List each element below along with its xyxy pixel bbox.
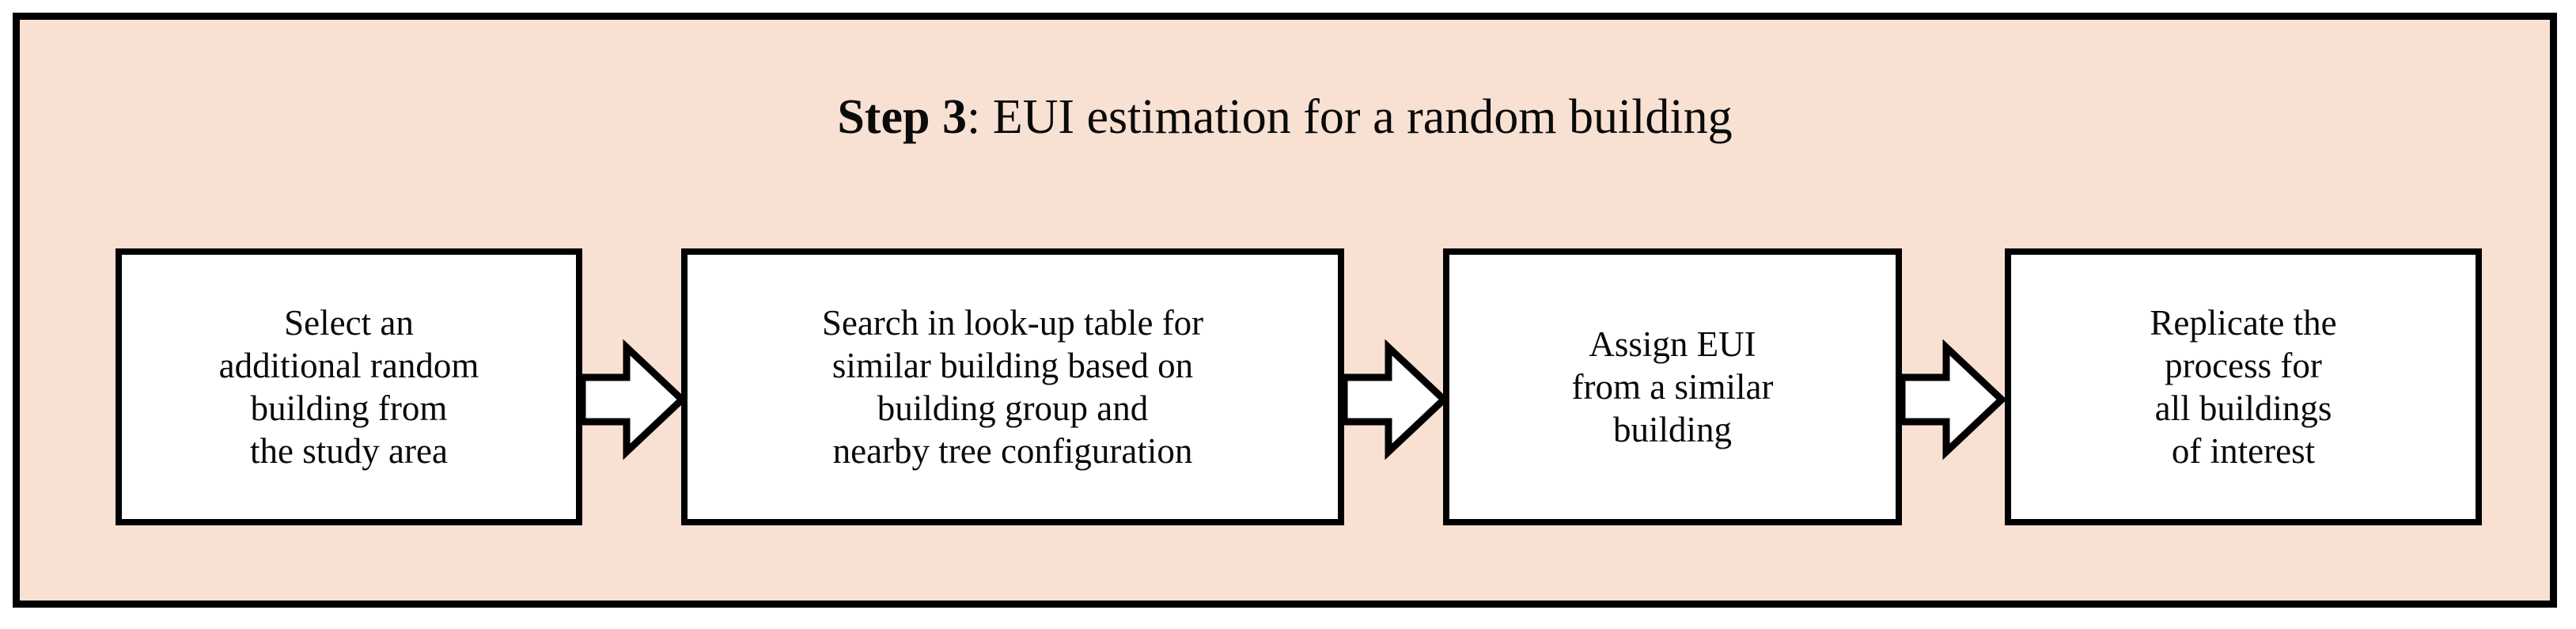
block-arrow-right-icon [1340, 339, 1449, 460]
page-title-description: : EUI estimation for a random building [966, 90, 1733, 144]
block-arrow-right-icon [1898, 339, 2007, 460]
flow-box-replicate-process[interactable]: Replicate the process for all buildings … [2005, 248, 2482, 525]
block-arrow-right-icon [578, 339, 688, 460]
flow-box-label: Select an additional random building fro… [218, 303, 479, 471]
page-title: Step 3: EUI estimation for a random buil… [20, 93, 2550, 142]
flow-box-label: Replicate the process for all buildings … [2150, 303, 2337, 471]
flowchart-panel: Step 3: EUI estimation for a random buil… [13, 13, 2557, 608]
flow-box-assign-eui[interactable]: Assign EUI from a similar building [1443, 248, 1902, 525]
flow-box-label: Search in look-up table for similar buil… [821, 303, 1204, 471]
flow-box-search-lookup-table[interactable]: Search in look-up table for similar buil… [681, 248, 1344, 525]
flow-row: Select an additional random building fro… [20, 20, 2550, 601]
flow-box-select-random-building[interactable]: Select an additional random building fro… [116, 248, 582, 525]
flow-box-label: Assign EUI from a similar building [1571, 324, 1774, 449]
page-title-step-label: Step 3 [837, 90, 967, 144]
